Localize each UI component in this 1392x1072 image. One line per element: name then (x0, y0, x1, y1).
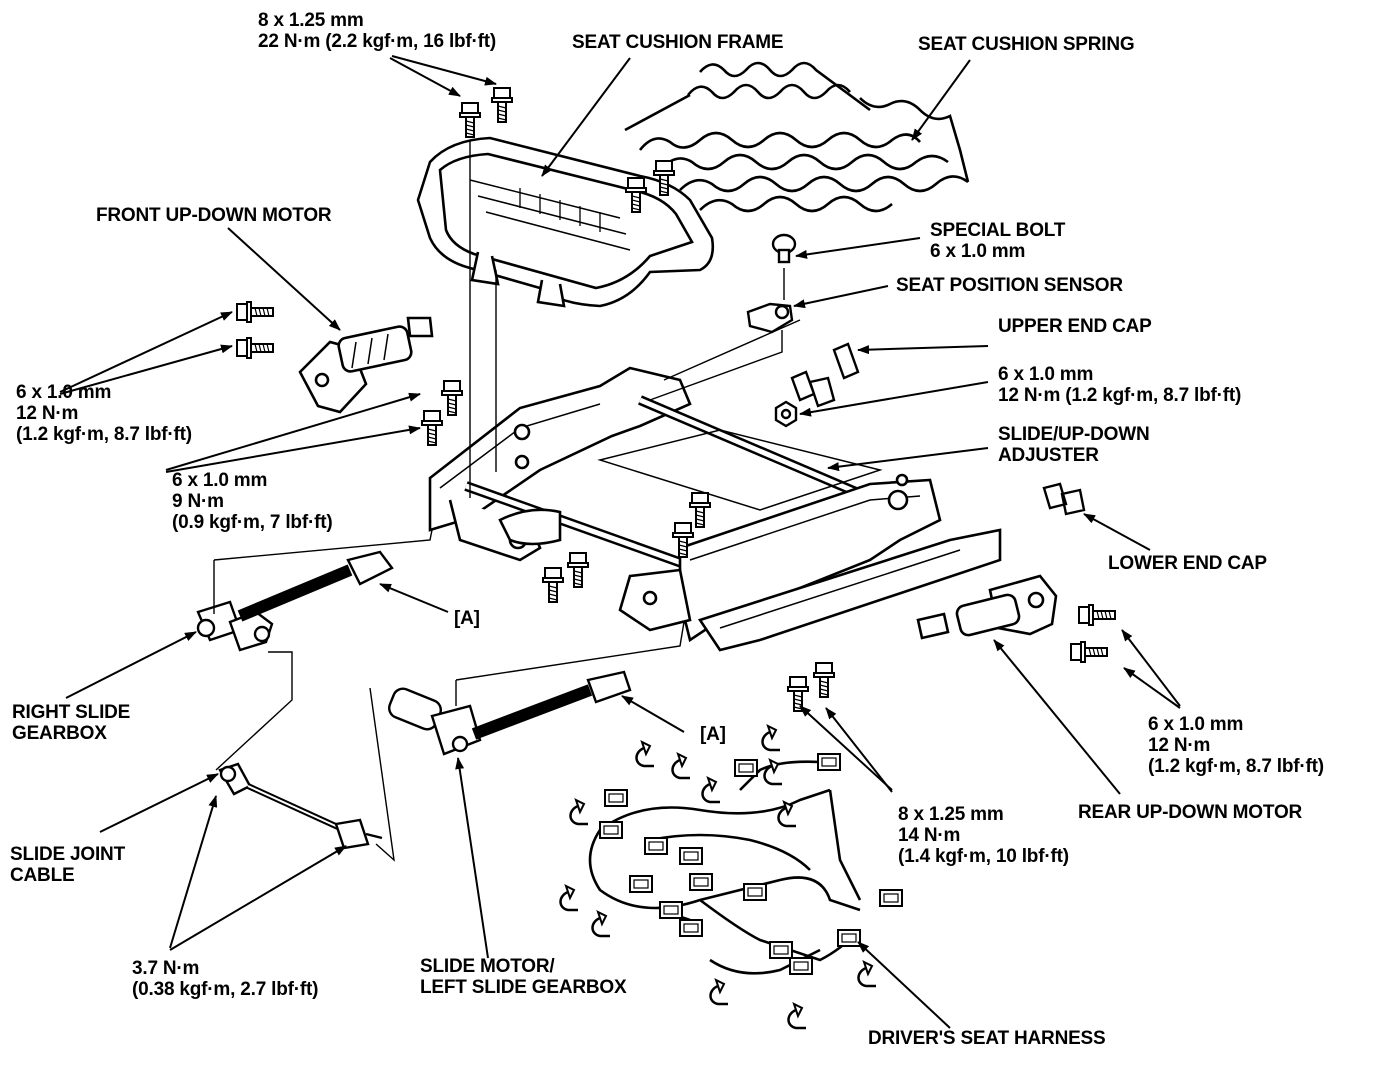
front-up-down-motor-label: FRONT UP-DOWN MOTOR (96, 205, 332, 226)
left-bolt-12-torque-alt: (1.2 kgf·m, 8.7 lbf·ft) (16, 424, 192, 445)
bottom-bolt-size: 8 x 1.25 mm (898, 804, 1004, 825)
slide-motor-line1: SLIDE MOTOR/ (420, 956, 555, 977)
cable-torque-value: 3.7 N·m (132, 958, 200, 979)
front-up-down-motor (298, 316, 434, 414)
right-slide-gearbox-line1: RIGHT SLIDE (12, 702, 131, 723)
rear-motor-bolt (1070, 641, 1108, 663)
seat-cushion-frame-label: SEAT CUSHION FRAME (572, 32, 784, 53)
top-bolt-size: 8 x 1.25 mm (258, 10, 364, 31)
slide-joint-cable-line2: CABLE (10, 865, 75, 886)
rear-up-down-motor (916, 574, 1058, 640)
nut (774, 400, 798, 428)
left-bolt-9-size: 6 x 1.0 mm (172, 470, 268, 491)
leader-arrows (59, 55, 1181, 1029)
bottom-bolt-spec: 8 x 1.25 mm 14 N·m (1.4 kgf·m, 10 lbf·ft… (898, 804, 1069, 867)
slide-up-down-adjuster (428, 366, 1002, 652)
right-slide-gearbox (196, 550, 394, 652)
rear-motor-bolt-torque: 12 N·m (1148, 735, 1211, 756)
slide-joint-cable-label: SLIDE JOINT CABLE (10, 844, 125, 886)
special-bolt (771, 233, 797, 264)
left-bolt-9-spec: 6 x 1.0 mm 9 N·m (0.9 kgf·m, 7 lbf·ft) (172, 470, 333, 533)
ref-a-lower: [A] (700, 724, 726, 745)
drivers-seat-harness-label: DRIVER'S SEAT HARNESS (868, 1028, 1106, 1049)
special-bolt-label: SPECIAL BOLT 6 x 1.0 mm (930, 220, 1065, 262)
rear-motor-bolt (1078, 604, 1116, 626)
rear-up-down-motor-label: REAR UP-DOWN MOTOR (1078, 802, 1303, 823)
seat-position-sensor-label: SEAT POSITION SENSOR (896, 275, 1123, 296)
right-slide-gearbox-label: RIGHT SLIDE GEARBOX (12, 702, 130, 744)
slide-adjuster-label: SLIDE/UP-DOWN ADJUSTER (998, 424, 1150, 466)
seat-position-sensor (746, 302, 794, 334)
front-motor-bolt (236, 301, 274, 323)
slide-joint-cable-line1: SLIDE JOINT (10, 844, 125, 865)
right-bolt-torque: 12 N·m (1.2 kgf·m, 8.7 lbf·ft) (998, 385, 1242, 406)
right-bolt-spec: 6 x 1.0 mm 12 N·m (1.2 kgf·m, 8.7 lbf·ft… (998, 364, 1241, 406)
ref-a-upper: [A] (454, 608, 480, 629)
rear-motor-bolt-size: 6 x 1.0 mm (1148, 714, 1244, 735)
top-bolt-spec: 8 x 1.25 mm 22 N·m (2.2 kgf·m, 16 lbf·ft… (258, 10, 496, 52)
slide-motor-label: SLIDE MOTOR/ LEFT SLIDE GEARBOX (420, 956, 627, 998)
lower-end-cap (1042, 482, 1086, 516)
right-slide-gearbox-line2: GEARBOX (12, 723, 107, 744)
left-bolt-12-torque: 12 N·m (16, 403, 79, 424)
rear-motor-bolt-spec: 6 x 1.0 mm 12 N·m (1.2 kgf·m, 8.7 lbf·ft… (1148, 714, 1324, 777)
harness-connectors (599, 753, 903, 975)
top-bolt-torque: 22 N·m (2.2 kgf·m, 16 lbf·ft) (258, 31, 497, 52)
lower-end-cap-label: LOWER END CAP (1108, 553, 1267, 574)
slide-motor-left-gearbox (388, 670, 632, 756)
cable-torque-alt: (0.38 kgf·m, 2.7 lbf·ft) (132, 979, 319, 1000)
left-bolt-12-size: 6 x 1.0 mm (16, 382, 112, 403)
right-bolt-size: 6 x 1.0 mm (998, 364, 1094, 385)
slide-joint-cable (218, 762, 383, 850)
upper-end-cap (832, 342, 860, 380)
upper-end-cap-2 (790, 370, 836, 408)
cable-torque-spec: 3.7 N·m (0.38 kgf·m, 2.7 lbf·ft) (132, 958, 318, 1000)
alignment-lines (213, 140, 801, 862)
slide-adjuster-line2: ADJUSTER (998, 445, 1099, 466)
left-bolt-9-torque-alt: (0.9 kgf·m, 7 lbf·ft) (172, 512, 333, 533)
bottom-bolt-torque: 14 N·m (898, 825, 961, 846)
left-bolt-9-torque: 9 N·m (172, 491, 224, 512)
seat-cushion-spring (624, 61, 970, 213)
seat-cushion-spring-label: SEAT CUSHION SPRING (918, 34, 1135, 55)
special-bolt-name: SPECIAL BOLT (930, 220, 1066, 241)
drivers-seat-harness (588, 760, 862, 975)
front-motor-bolt (236, 337, 274, 359)
slide-adjuster-line1: SLIDE/UP-DOWN (998, 424, 1150, 445)
upper-end-cap-label: UPPER END CAP (998, 316, 1152, 337)
left-bolt-12-spec: 6 x 1.0 mm 12 N·m (1.2 kgf·m, 8.7 lbf·ft… (16, 382, 192, 445)
slide-motor-line2: LEFT SLIDE GEARBOX (420, 977, 627, 998)
bottom-bolt-torque-alt: (1.4 kgf·m, 10 lbf·ft) (898, 846, 1069, 867)
rear-motor-bolt-torque-alt: (1.2 kgf·m, 8.7 lbf·ft) (1148, 756, 1324, 777)
special-bolt-size: 6 x 1.0 mm (930, 241, 1026, 262)
